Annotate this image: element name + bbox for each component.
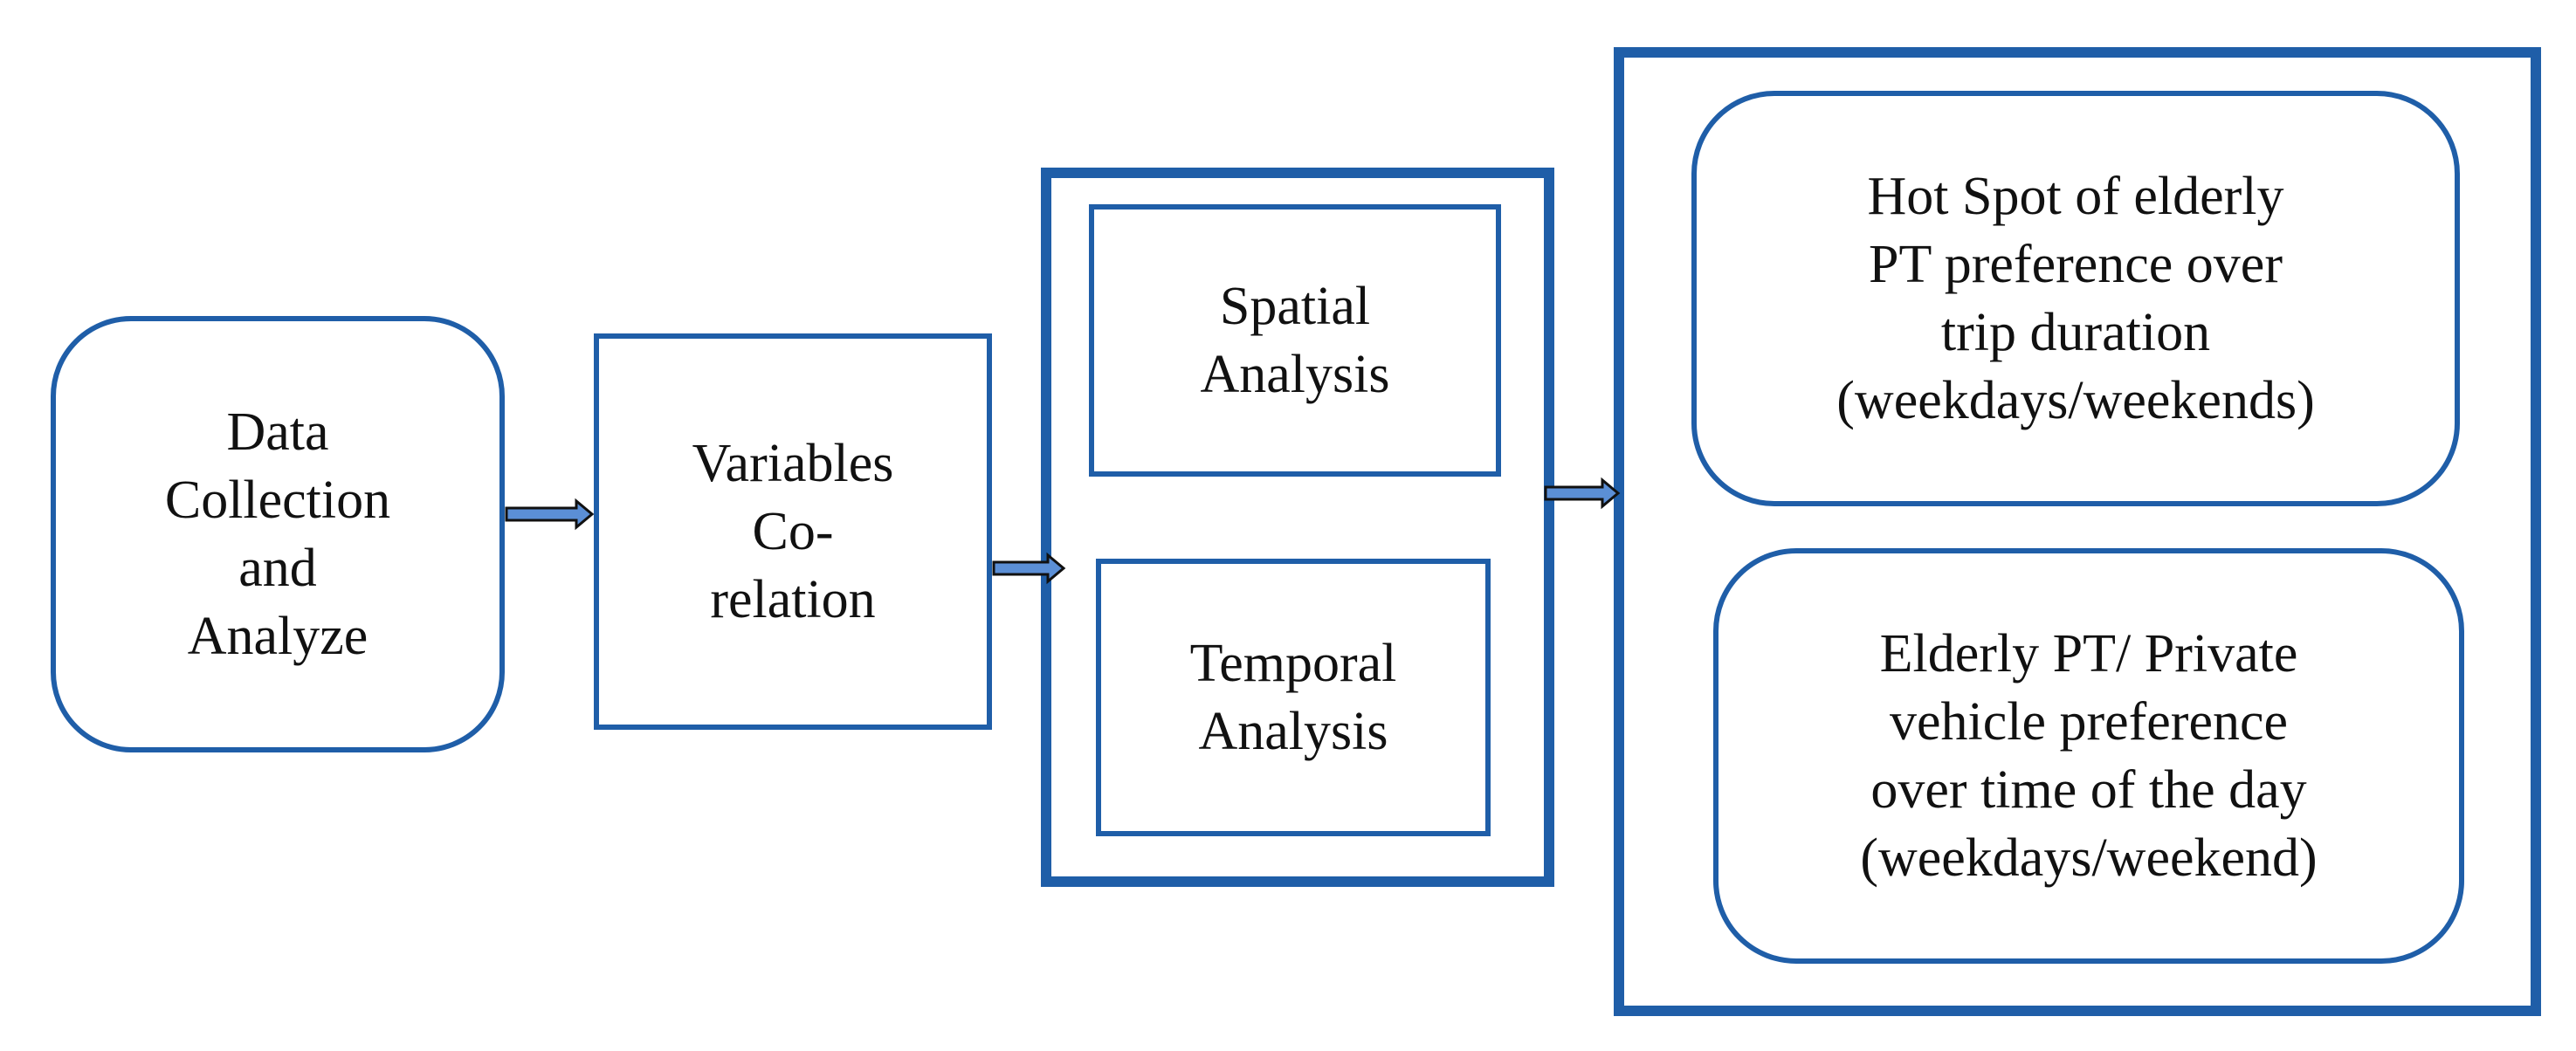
- hot-spot-node: Hot Spot of elderly PT preference over t…: [1691, 91, 2460, 506]
- analysis-group-frame: [1041, 168, 1554, 887]
- edge-arrow-1: [505, 498, 595, 531]
- temporal-analysis-node: Temporal Analysis: [1096, 559, 1491, 836]
- edge-arrow-3-shape: [1544, 477, 1621, 510]
- temporal-analysis-label: Temporal Analysis: [1189, 634, 1397, 761]
- data-collection-node: Data Collection and Analyze: [51, 316, 505, 752]
- results-group-frame: [1614, 47, 2541, 1016]
- edge-arrow-2: [992, 552, 1066, 585]
- spatial-analysis-node: Spatial Analysis: [1089, 204, 1501, 477]
- data-collection-label: Data Collection and Analyze: [164, 402, 391, 666]
- vehicle-preference-node: Elderly PT/ Private vehicle preference o…: [1713, 548, 2464, 964]
- edge-arrow-2-shape: [992, 552, 1066, 585]
- edge-arrow-1-shape: [505, 498, 595, 531]
- spatial-analysis-label: Spatial Analysis: [1200, 277, 1390, 404]
- vehicle-preference-label: Elderly PT/ Private vehicle preference o…: [1860, 624, 2318, 888]
- edge-arrow-3: [1544, 477, 1621, 510]
- hot-spot-label: Hot Spot of elderly PT preference over t…: [1836, 167, 2315, 430]
- variables-correlation-node: Variables Co- relation: [594, 333, 992, 730]
- variables-correlation-label: Variables Co- relation: [692, 434, 894, 629]
